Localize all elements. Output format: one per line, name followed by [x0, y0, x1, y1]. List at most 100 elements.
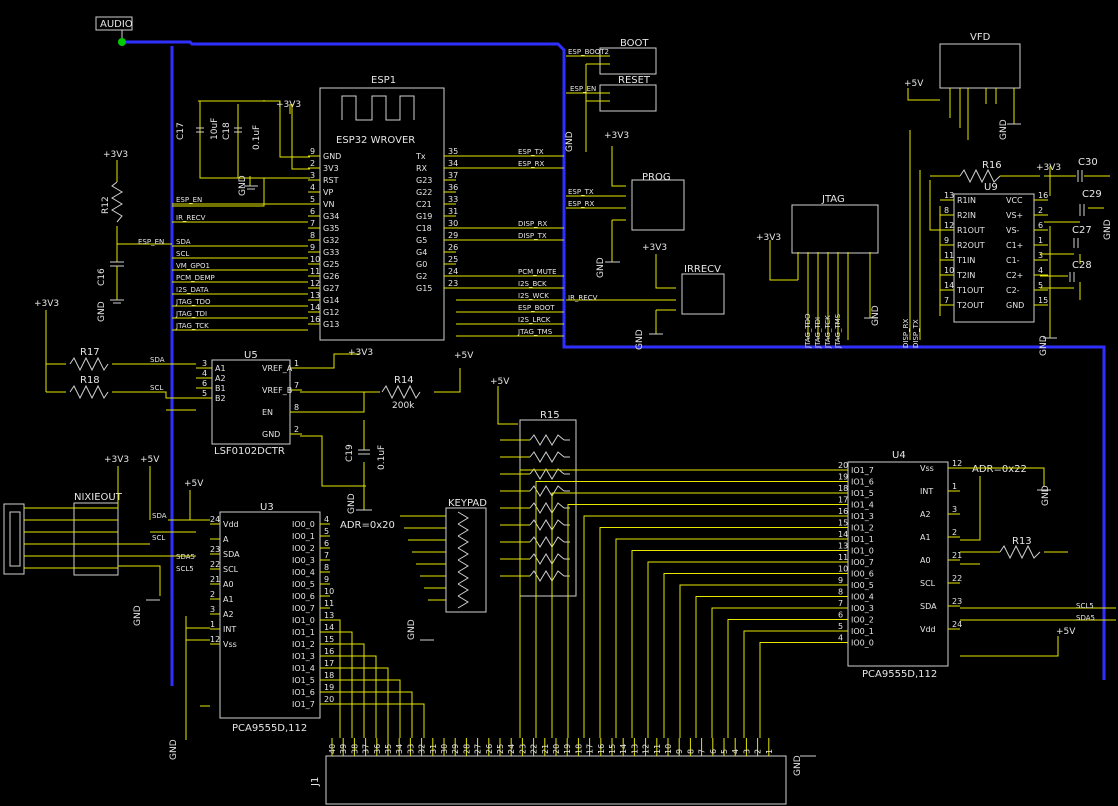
- u4-pin-number: 19: [838, 473, 848, 482]
- prog-net-rx: ESP_RX: [568, 200, 594, 208]
- u3-pin-name: IO0_4: [292, 568, 315, 577]
- esp1-right-nets: ESP_TXESP_RXDISP_RXDISP_TXPCM_MUTEI2S_BC…: [456, 148, 564, 337]
- svg-text:GND: GND: [169, 739, 179, 760]
- u4-j1-wire: [519, 469, 836, 738]
- esp1-pin-name: VP: [323, 188, 333, 197]
- j1-pin-number: 8: [686, 749, 695, 754]
- u3-j1-wire: [330, 679, 401, 738]
- nixie-pins: [24, 507, 118, 569]
- u9-pin-name: C1-: [1006, 256, 1020, 265]
- u3-pin-name: SCL: [223, 565, 239, 574]
- u3-pin-number: 4: [324, 515, 329, 524]
- u4-pin-name: A2: [920, 510, 931, 519]
- nixie-net-scl5: SCL5: [176, 565, 194, 573]
- u4-pin-name: A0: [920, 556, 931, 565]
- u3-pin-name: A1: [223, 595, 234, 604]
- u5-pin-number: 2: [294, 425, 299, 434]
- keypad-connector[interactable]: KEYPAD GND: [400, 498, 487, 641]
- esp1-pin-name: C21: [416, 200, 432, 209]
- u4-j1-wire: [647, 561, 836, 738]
- u4-j1-wire: [631, 550, 836, 738]
- u3-pin-name: SDA: [223, 550, 240, 559]
- j1-ref: J1: [310, 777, 321, 787]
- audio-port[interactable]: AUDIO: [95, 16, 133, 46]
- u9-pin-name: T1OUT: [956, 286, 984, 295]
- nixie-net-sda: SDA: [152, 512, 167, 520]
- r12-ref: R12: [101, 196, 111, 214]
- u3-pin-name: IO1_3: [292, 652, 315, 661]
- r17-net: SDA: [150, 356, 165, 364]
- r15-resistor-array[interactable]: R15 +5V: [490, 377, 577, 597]
- esp1-pin-name: G32: [323, 236, 339, 245]
- u3-pin-name: IO1_0: [292, 616, 315, 625]
- u3-io-expander[interactable]: U3 PCA9555D,112 ADR=0x20 24VddA23SDA22SC…: [169, 479, 395, 760]
- esp1-pin-number: 30: [448, 219, 458, 228]
- u3-j1-wire: [330, 691, 413, 738]
- irrecv-connector[interactable]: IRRECV IR_RECV +3V3 GND: [566, 243, 725, 350]
- u9-pin-number: 8: [944, 206, 949, 215]
- esp1-pin-name: 3V3: [323, 164, 339, 173]
- j1-pin-number: 40: [328, 744, 337, 754]
- u4-pin-name: Vss: [920, 464, 934, 473]
- c27-ref: C27: [1072, 225, 1092, 236]
- reset-connector[interactable]: RESET ESP_EN GND: [565, 75, 657, 152]
- esp1-pin-number: 13: [310, 291, 320, 300]
- j1-pin-number: 15: [608, 744, 617, 754]
- esp1-pin-number: 2: [310, 159, 315, 168]
- u4-j1-wire: [663, 573, 836, 738]
- u9-pin-number: 5: [1038, 281, 1043, 290]
- svg-text:GND: GND: [871, 305, 881, 326]
- j1-pin-number: 7: [698, 749, 707, 754]
- u4-pin-name: IO1_6: [851, 478, 874, 487]
- u9-pin-number: 6: [1038, 221, 1043, 230]
- j1-pin-number: 13: [630, 744, 639, 754]
- esp1-pin-number: 35: [448, 147, 458, 156]
- j1-pin-number: 37: [362, 744, 371, 754]
- esp1-right-net-label: I2S_BCK: [518, 280, 547, 288]
- prog-connector[interactable]: PROG ESP_TX ESP_RX +3V3 GND: [566, 131, 685, 278]
- u4-pin-name: IO1_0: [851, 547, 874, 556]
- j1-pin-number: 1: [765, 749, 774, 754]
- esp1-pin-number: 24: [448, 267, 458, 276]
- u3-pin-number: 1: [210, 620, 215, 629]
- u3-pin-name: IO0_6: [292, 592, 315, 601]
- u3-pin-name: IO0_5: [292, 580, 315, 589]
- j1-pin-number: 9: [675, 749, 684, 754]
- u3-pin-number: 10: [324, 587, 334, 596]
- jtag-net-tck: JTAG_TCK: [824, 315, 832, 349]
- esp1-right-pins: 35Tx34RX37G2336G2233C2131G1930C1829G526G…: [415, 147, 458, 293]
- nixie-connector[interactable]: NIXIEOUT +3V3 +5V SDA SCL SDA5 SCL5 GND: [3, 455, 196, 626]
- boot-connector[interactable]: BOOT ESP_BOOT2: [566, 38, 657, 152]
- u9-pin-number: 14: [944, 281, 954, 290]
- u4-io-expander[interactable]: U4 PCA9555D,112 ADR=0x22 20IO1_719IO1_61…: [836, 450, 1116, 680]
- u5-pin-number: 1: [294, 359, 299, 368]
- u4-pin-number: 20: [838, 461, 848, 470]
- u4-j1-wire: [551, 492, 836, 738]
- u9-pin-number: 9: [944, 236, 949, 245]
- esp1-left-net-label: I2S_DATA: [176, 286, 209, 294]
- c17-capacitor: C17 10uF: [176, 118, 220, 140]
- u3-pin-number: 6: [324, 539, 329, 548]
- vfd-connector[interactable]: VFD +5V GND: [904, 32, 1021, 140]
- u4-pin-number: 13: [838, 542, 848, 551]
- u4-j1-wire: [615, 538, 836, 738]
- u3-pin-number: 11: [324, 599, 334, 608]
- u4-pin-name: IO0_1: [851, 627, 874, 636]
- r14-ref: R14: [394, 375, 414, 386]
- jtag-connector[interactable]: JTAG +3V3 JTAG_TDO JTAG_TDI JTAG_TCK JTA…: [756, 194, 881, 349]
- svg-text:GND: GND: [133, 605, 143, 626]
- esp1-right-net-label: ESP_BOOT: [518, 304, 555, 312]
- u9-rs232[interactable]: U9 13R1IN8R2IN12R1OUT9R2OUT11T1IN10T2IN1…: [902, 130, 1061, 356]
- esp1-pin-number: 34: [448, 159, 458, 168]
- u4-net-scl: SCL5: [1076, 602, 1094, 610]
- esp32-module[interactable]: ESP1 ESP32 WROVER 9GND23V33RST4VP5VN6G34…: [308, 75, 458, 341]
- u5-pin-number: 4: [202, 369, 207, 378]
- u9-pin-number: 13: [944, 191, 954, 200]
- u4-pin-name: SDA: [920, 602, 937, 611]
- esp1-pin-name: G27: [323, 284, 339, 293]
- j1-pin-number: 32: [418, 744, 427, 754]
- u4-pin-name: IO1_2: [851, 524, 874, 533]
